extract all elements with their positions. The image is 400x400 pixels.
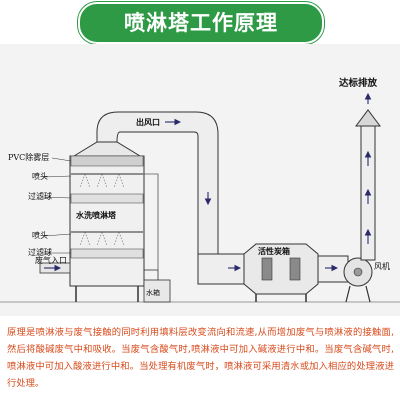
discharge-label: 达标排放 — [339, 78, 378, 89]
spray-tower — [69, 155, 145, 302]
flow-arrows — [44, 92, 372, 272]
spray-tower-diagram: 出风口 达标排放 PVC除雾层 喷头 过滤球 水洗喷淋塔 喷头 过滤球 废气入口… — [0, 44, 400, 316]
filter-ball-layer-top — [70, 193, 144, 204]
fan — [343, 257, 373, 303]
caption-text: 原理是喷淋液与废气接触的同时利用填料层改变流向和流速,从而增加废气与喷淋液的接触… — [7, 327, 394, 389]
filter-ball-bottom-label: 过滤球 — [28, 248, 52, 257]
gas-inlet-label: 废气入口 — [35, 256, 67, 265]
water-tank — [143, 269, 171, 303]
leader-lines — [41, 157, 72, 254]
spray-bottom — [79, 231, 125, 247]
recirculation-pipe — [143, 173, 159, 270]
title-banner: 喷淋塔工作原理 — [0, 0, 400, 44]
pvc-mist-layer — [70, 155, 144, 167]
carbon-box-label: 活性炭箱 — [258, 246, 290, 256]
nozzle-top-label: 喷头 — [32, 172, 48, 181]
tower-name-label: 水洗喷淋塔 — [76, 210, 116, 220]
pvc-mist-label: PVC除雾层 — [8, 153, 50, 162]
nozzle-bottom-label: 喷头 — [32, 231, 48, 240]
fan-label: 风机 — [374, 262, 390, 271]
activated-carbon-box — [243, 243, 319, 302]
filter-ball-top-label: 过滤球 — [28, 192, 52, 201]
diagram-drawing — [0, 92, 400, 303]
spray-top — [79, 173, 125, 189]
page-title: 喷淋塔工作原理 — [78, 2, 324, 44]
tower-neck — [72, 141, 142, 157]
carbon-fan-duct — [317, 255, 349, 283]
water-tank-label: 水箱 — [146, 289, 160, 297]
filter-ball-layer-bottom — [70, 248, 144, 259]
outlet-label: 出风口 — [136, 117, 160, 127]
principle-caption: 原理是喷淋液与废气接触的同时利用填料层改变流向和流速,从而增加废气与喷淋液的接触… — [0, 318, 400, 400]
